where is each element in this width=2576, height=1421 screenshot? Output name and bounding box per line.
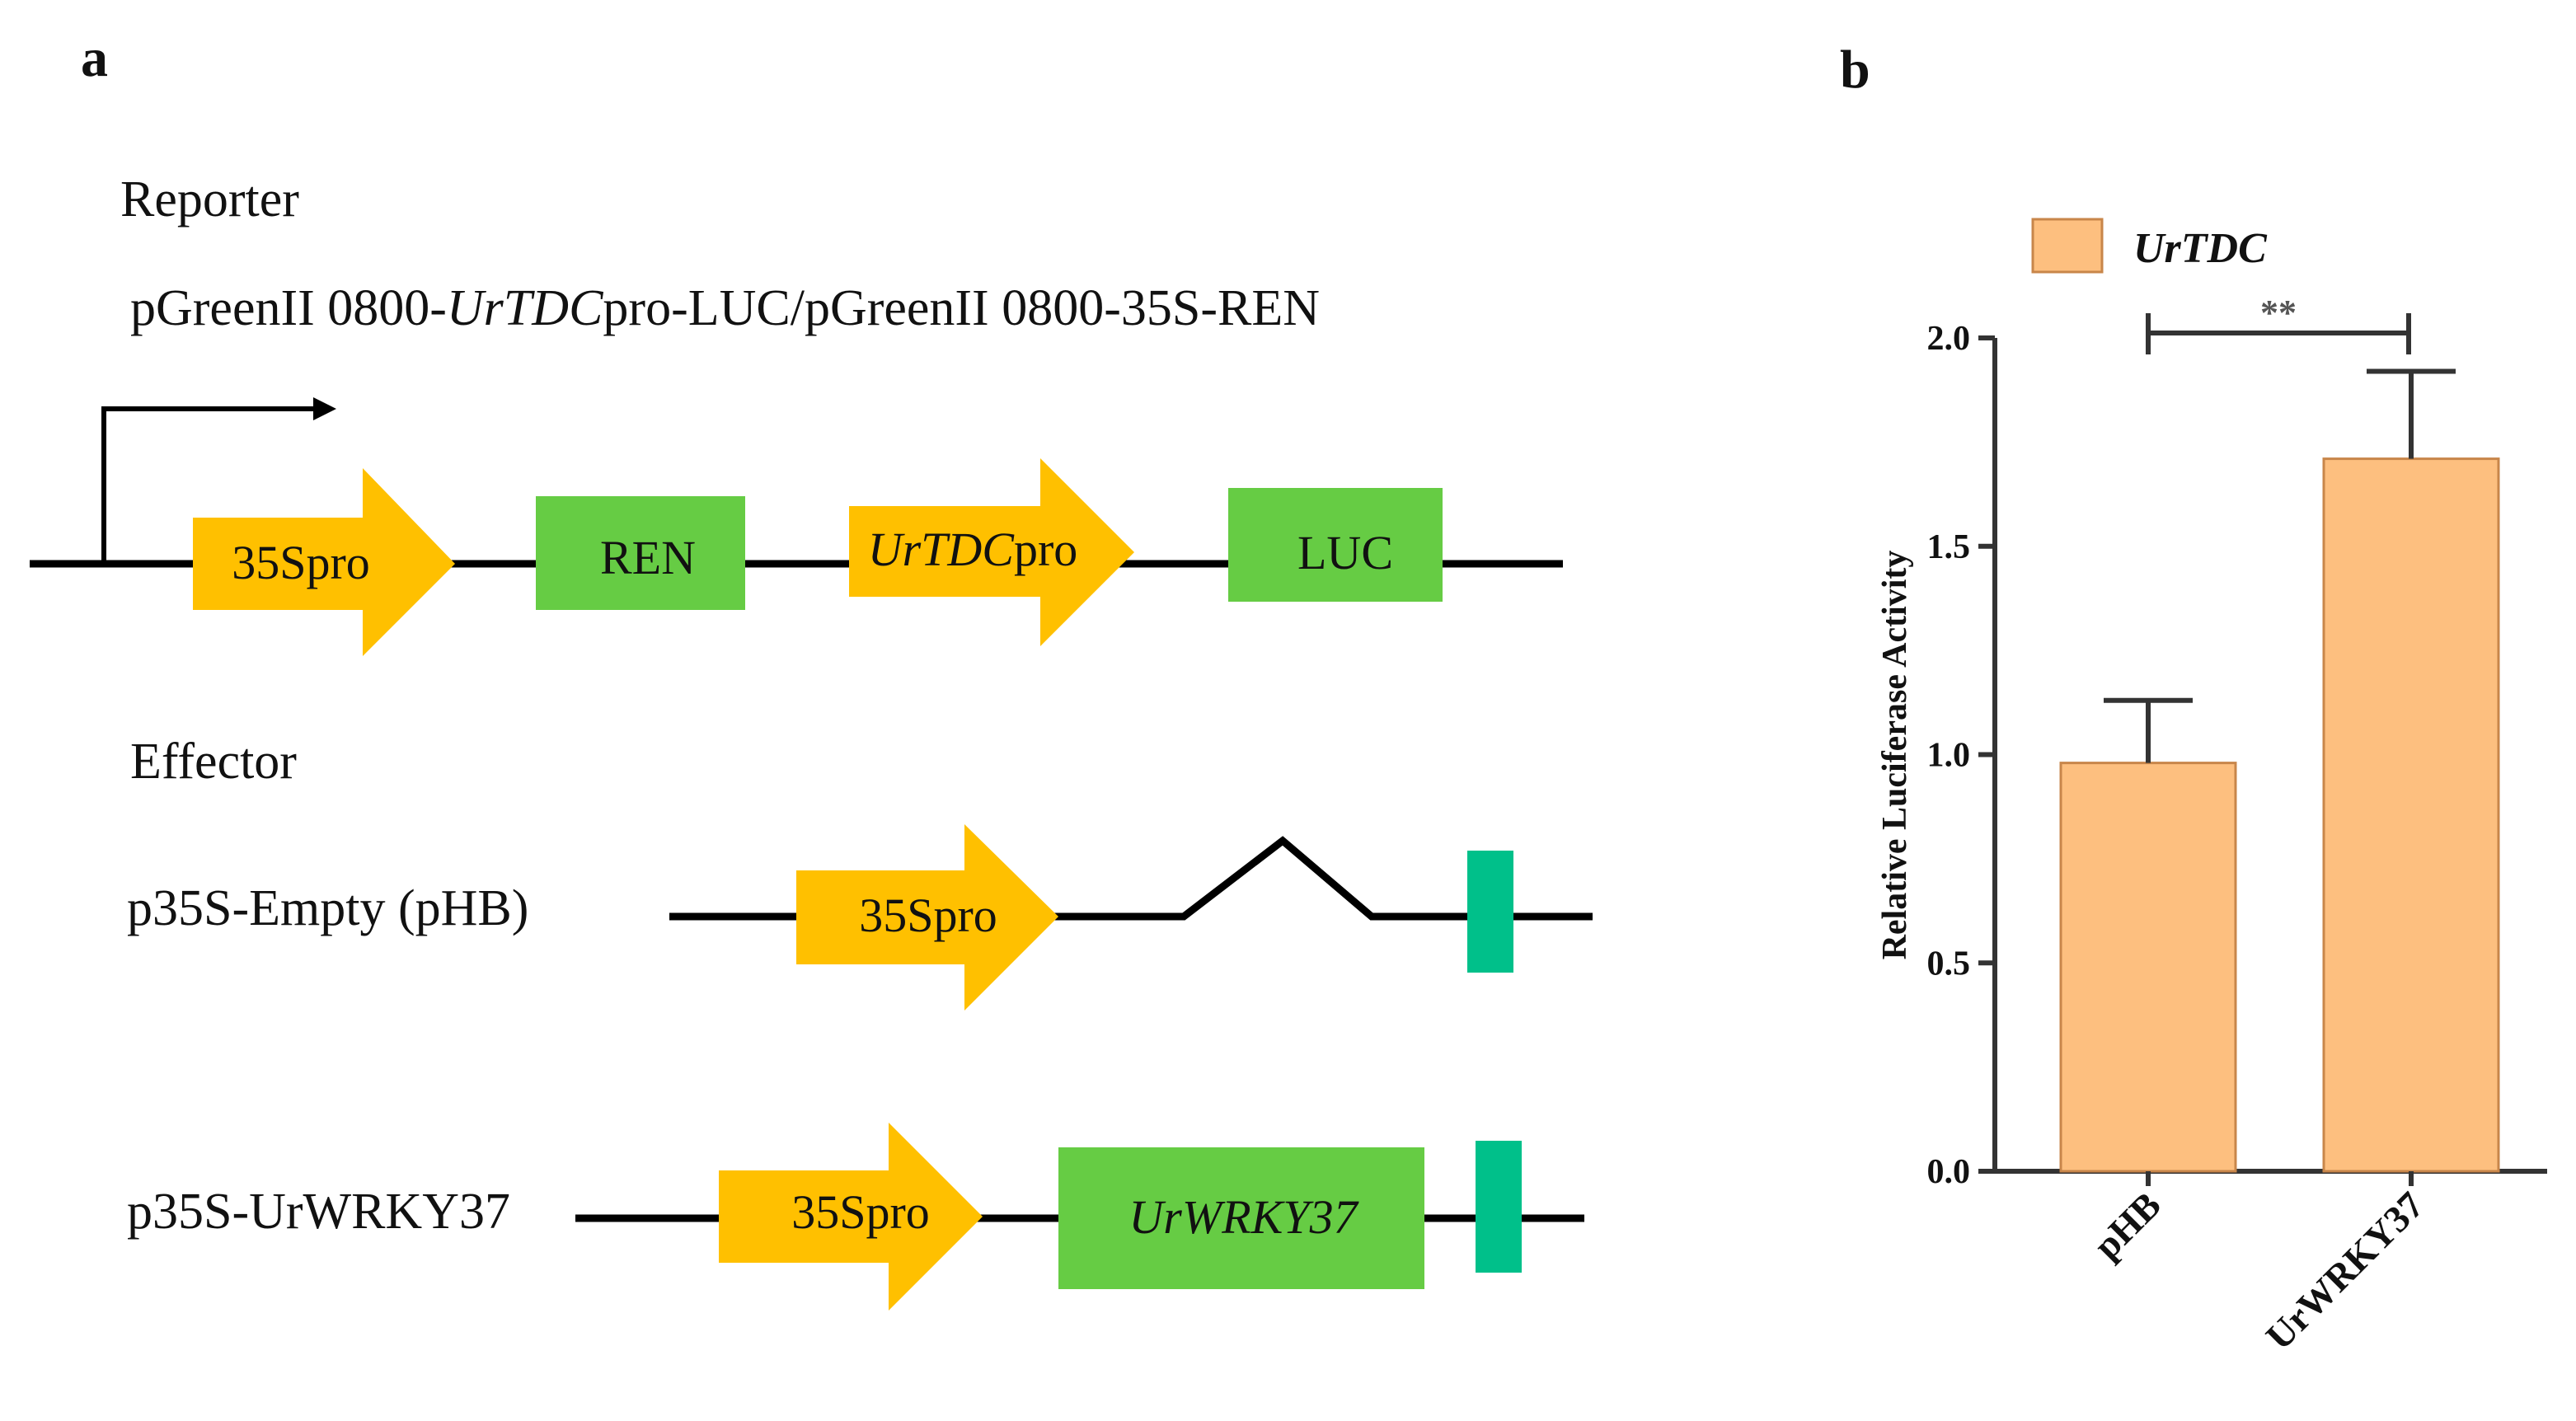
reporter-construct-label: pGreenII 0800-UrTDCpro-LUC/pGreenII 0800… <box>130 280 1320 336</box>
panel-a: a Reporter pGreenII 0800-UrTDCpro-LUC/pG… <box>30 28 1593 1311</box>
wrky-35s-promoter-arrow <box>719 1123 983 1311</box>
legend-label: UrTDC <box>2133 225 2268 272</box>
x-tick-label: UrWRKY37 <box>2258 1184 2432 1358</box>
urwrky37-gene-box <box>1058 1147 1424 1289</box>
luc-gene-box <box>1228 488 1443 602</box>
panel-b-letter: b <box>1840 40 1870 100</box>
effector-heading: Effector <box>130 734 297 790</box>
y-tick-label: 0.0 <box>1927 1153 1971 1191</box>
empty-35s-promoter-label: 35Spro <box>859 889 997 942</box>
ren-gene-box <box>536 496 745 610</box>
significance-bracket <box>2146 313 2411 354</box>
reporter-heading: Reporter <box>120 171 299 227</box>
wrky-35s-promoter-label: 35Spro <box>791 1185 930 1239</box>
wrky-terminator-box <box>1476 1141 1522 1273</box>
empty-effector-label: p35S-Empty (pHB) <box>127 880 528 936</box>
ren-gene-label: REN <box>600 531 696 584</box>
urtdc-promoter-arrow <box>849 458 1134 646</box>
urtdc-promoter-label: UrTDCpro <box>868 523 1078 576</box>
significance-marker: ** <box>2260 293 2297 333</box>
wrky-effector-label: p35S-UrWRKY37 <box>127 1184 510 1240</box>
empty-35s-promoter-arrow <box>796 824 1058 1011</box>
empty-terminator-box <box>1467 851 1513 973</box>
x-tick-labels: pHB UrWRKY37 <box>2086 1171 2432 1358</box>
bar <box>2322 457 2500 1173</box>
y-ticks: 0.0 0.5 1.0 1.5 2.0 <box>1927 320 1995 1191</box>
luc-gene-label: LUC <box>1297 526 1393 579</box>
transcription-start-arrowhead <box>313 397 336 420</box>
panel-a-letter: a <box>81 28 108 88</box>
urwrky37-gene-label: UrWRKY37 <box>1128 1190 1358 1244</box>
bar <box>2059 762 2237 1173</box>
transcription-start-arrow <box>101 406 317 564</box>
y-tick-label: 1.5 <box>1927 528 1971 566</box>
y-tick-label: 2.0 <box>1927 320 1971 358</box>
y-tick-label: 0.5 <box>1927 945 1971 983</box>
reporter-35s-promoter-label: 35Spro <box>232 536 370 589</box>
y-tick-label: 1.0 <box>1927 737 1971 775</box>
bars <box>2059 457 2500 1173</box>
panel-b: b UrTDC Relative Luciferase Activity 0.0… <box>1840 40 2547 1358</box>
legend-swatch <box>2031 218 2104 274</box>
x-tick-label: pHB <box>2086 1184 2169 1267</box>
reporter-35s-promoter-arrow <box>193 468 455 656</box>
error-bars <box>2104 368 2456 763</box>
y-axis-title: Relative Luciferase Activity <box>1876 551 1914 960</box>
